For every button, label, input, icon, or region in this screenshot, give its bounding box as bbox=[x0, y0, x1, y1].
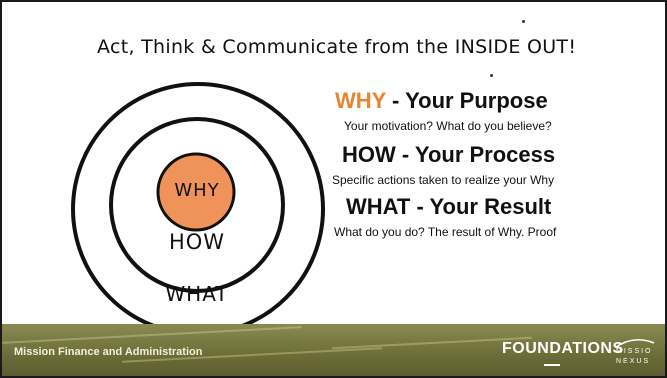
brand-underline bbox=[544, 364, 560, 366]
what-description: What do you do? The result of Why. Proof bbox=[334, 225, 557, 239]
logo-text-top: MISSIO bbox=[616, 348, 653, 355]
organization-name: Mission Finance and Administration bbox=[14, 346, 203, 358]
middle-circle-how bbox=[109, 117, 285, 293]
inner-circle-label: WHY bbox=[174, 180, 220, 201]
why-keyword: WHY bbox=[335, 88, 386, 113]
footer-bar: Mission Finance and Administration FOUND… bbox=[2, 324, 665, 376]
middle-circle-label: HOW bbox=[168, 230, 226, 254]
logo-swoosh-icon bbox=[615, 339, 655, 348]
how-heading: HOW - Your Process bbox=[342, 142, 556, 167]
footer-texture bbox=[2, 326, 302, 344]
why-heading: WHY - Your Purpose bbox=[335, 88, 548, 114]
speck-decoration bbox=[490, 74, 493, 77]
speck-decoration bbox=[522, 20, 525, 23]
why-description: Your motivation? What do you believe? bbox=[344, 119, 552, 133]
foundations-brand: FOUNDATIONS bbox=[502, 340, 624, 357]
what-heading: WHAT - Your Result bbox=[346, 194, 552, 219]
inner-circle-why bbox=[156, 152, 236, 232]
how-description: Specific actions taken to realize your W… bbox=[332, 173, 555, 187]
slide-title: Act, Think & Communicate from the INSIDE… bbox=[97, 36, 577, 58]
outer-circle-label: WHAT bbox=[165, 282, 229, 306]
why-heading-rest: - Your Purpose bbox=[385, 88, 548, 113]
logo-text-bottom: NEXUS bbox=[616, 358, 651, 365]
missio-nexus-logo: MISSIO NEXUS bbox=[614, 336, 656, 370]
